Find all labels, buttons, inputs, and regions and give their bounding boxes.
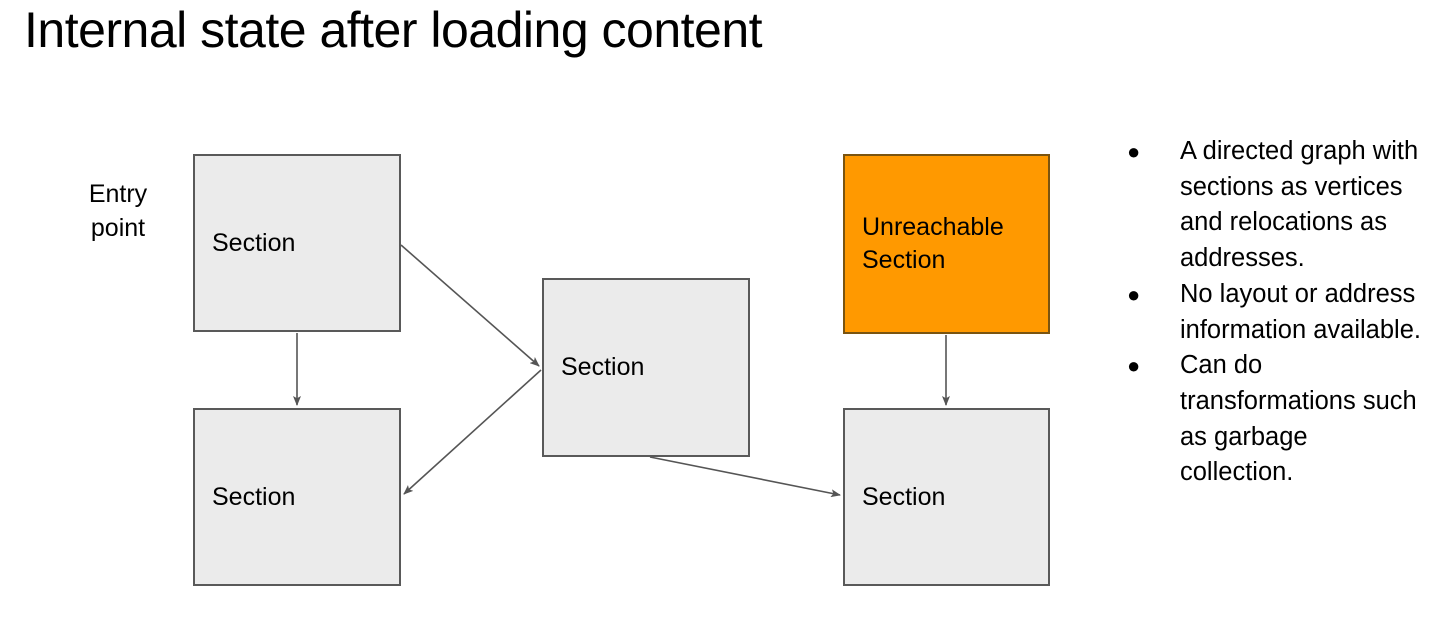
node-label: Unreachable Section (862, 213, 1004, 274)
edge-top-left-to-middle (400, 244, 540, 367)
edge-middle-to-bottom-left (403, 369, 542, 495)
bullet-dot-icon: ● (1127, 281, 1141, 307)
edge-layer (293, 244, 950, 498)
bullet-list: ● A directed graph with sections as vert… (1118, 134, 1428, 491)
edge-middle-to-bottom-right (649, 456, 841, 498)
list-item: ● No layout or address information avail… (1118, 277, 1428, 348)
bullet-dot-icon: ● (1127, 139, 1141, 164)
list-item-text: Can do transformations such as garbage c… (1180, 351, 1417, 487)
section-graph-diagram: Entry point Section Section Section Unre… (88, 154, 1050, 586)
node-section-top-left[interactable]: Section (193, 154, 401, 332)
list-item-text: No layout or address information availab… (1180, 279, 1421, 344)
page-title: Internal state after loading content (24, 2, 763, 58)
bullet-dot-icon: ● (1127, 353, 1141, 379)
node-label: Section (862, 482, 946, 511)
list-item: ● A directed graph with sections as vert… (1118, 134, 1428, 277)
node-section-bottom-left[interactable]: Section (193, 408, 401, 586)
list-item-text: A directed graph with sections as vertic… (1180, 137, 1419, 273)
node-label: Section (212, 482, 296, 511)
node-section-middle[interactable]: Section (542, 278, 750, 457)
node-label: Section (212, 228, 296, 257)
node-label: Section (561, 353, 645, 381)
list-item: ● Can do transformations such as garbage… (1118, 348, 1428, 491)
node-section-bottom-right[interactable]: Section (843, 408, 1050, 586)
node-unreachable-section[interactable]: Unreachable Section (843, 154, 1050, 334)
entry-point-label: Entry point (88, 180, 148, 242)
